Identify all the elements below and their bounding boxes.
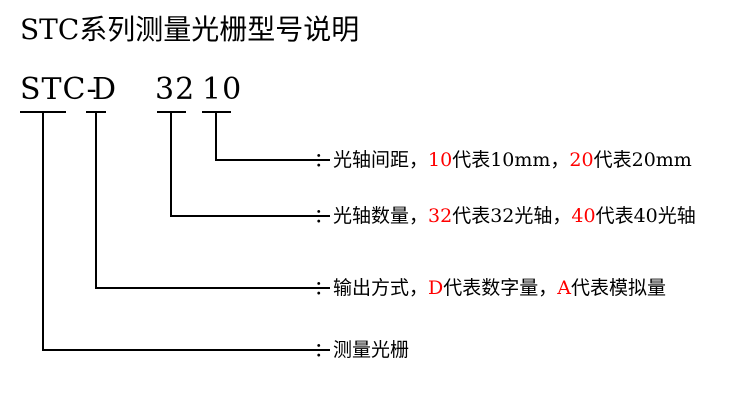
page-title: STC系列测量光栅型号说明 — [20, 13, 360, 46]
model-code-axis-count: 32 — [155, 72, 196, 107]
description-axis-count: ：光轴数量，32代表32光轴，40代表40光轴 — [314, 205, 696, 227]
callout-line-axis-count-connector — [170, 112, 330, 217]
description-spacing: ：光轴间距，10代表10mm，20代表20mm — [314, 149, 692, 171]
callout-line-product-connector — [42, 112, 330, 351]
model-code-spacing: 10 — [202, 72, 243, 107]
model-code-type-letter: D — [92, 72, 118, 107]
model-code-prefix: STC- — [20, 72, 98, 107]
description-product: ：测量光栅 — [314, 339, 410, 361]
callout-line-output-mode-connector — [95, 112, 330, 289]
description-output-mode: ：输出方式，D代表数字量，A代表模拟量 — [314, 277, 667, 299]
callout-line-spacing-connector — [215, 112, 330, 161]
